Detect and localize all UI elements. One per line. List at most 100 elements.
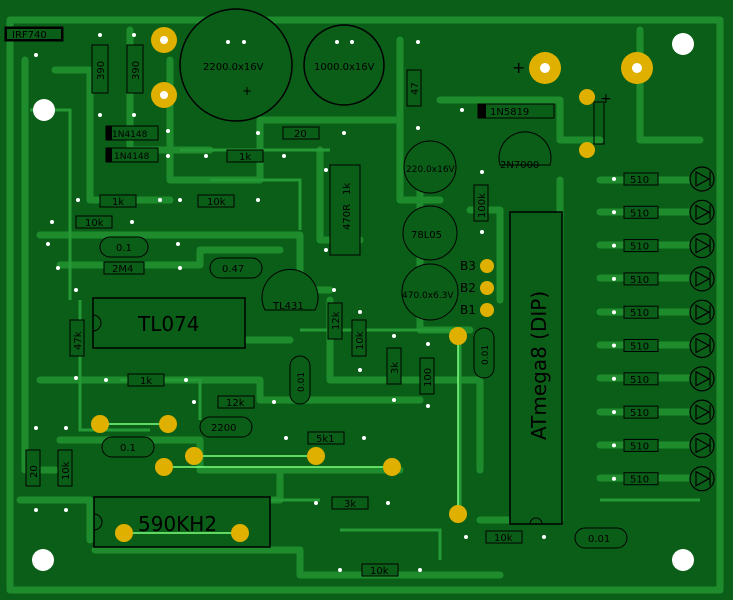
resistor-510-label: 510 xyxy=(630,475,649,486)
svg-text:1k: 1k xyxy=(342,183,353,195)
mounting-hole xyxy=(672,549,694,571)
capacitor-001-a: 0.01 xyxy=(473,327,495,379)
pad xyxy=(579,89,595,105)
led-row: 510 xyxy=(612,299,715,325)
resistor-510 xyxy=(623,472,659,486)
resistor-47k: 47k xyxy=(69,319,85,357)
svg-text:10k: 10k xyxy=(355,331,366,350)
resistor-100: 100 xyxy=(419,357,435,395)
jumper-pads xyxy=(91,327,467,542)
svg-text:78L05: 78L05 xyxy=(411,230,442,241)
svg-text:3k: 3k xyxy=(390,362,401,374)
svg-text:470.0x6.3V: 470.0x6.3V xyxy=(402,291,454,301)
svg-text:10k: 10k xyxy=(494,533,513,544)
capacitor-1000uf: 1000.0x16V xyxy=(303,24,385,106)
capacitor-220uf: 220.0x16V xyxy=(403,140,457,194)
via xyxy=(612,243,616,248)
led-row: 510 xyxy=(612,266,715,292)
resistor-10k-b: 10k xyxy=(75,215,113,229)
via xyxy=(612,376,616,381)
mounting-hole xyxy=(672,33,694,55)
resistor-20-b: 20 xyxy=(25,449,41,487)
led-symbol xyxy=(695,170,711,188)
via xyxy=(612,410,616,415)
svg-text:10k: 10k xyxy=(207,197,226,208)
resistor-510 xyxy=(623,438,659,452)
resistor-100k: 100k xyxy=(473,184,489,222)
svg-text:1N4148: 1N4148 xyxy=(114,152,150,162)
resistor-510 xyxy=(623,339,659,352)
resistor-510 xyxy=(623,272,659,286)
resistor-510-label: 510 xyxy=(630,275,649,286)
resistor-510 xyxy=(623,172,659,186)
svg-text:2M4: 2M4 xyxy=(112,264,133,275)
svg-text:590KH2: 590KH2 xyxy=(138,512,217,536)
via xyxy=(612,443,616,448)
led-row: 510 xyxy=(612,233,715,259)
svg-text:0.1: 0.1 xyxy=(120,443,136,454)
resistor-510-label: 510 xyxy=(630,375,649,386)
svg-text:TL431: TL431 xyxy=(272,301,304,312)
ic-tl074: TL074 xyxy=(92,297,246,349)
led-symbol xyxy=(695,404,711,421)
led-symbol xyxy=(695,237,711,254)
svg-text:0.01: 0.01 xyxy=(297,372,307,392)
transistor-2n7000: 2N7000 xyxy=(498,131,552,171)
svg-text:470R: 470R xyxy=(342,204,353,230)
svg-text:+: + xyxy=(512,58,525,77)
led-row: 510 xyxy=(612,366,715,392)
led-row: 510 xyxy=(612,166,715,192)
vias xyxy=(34,33,546,572)
capacitor-2200: 2200 xyxy=(199,416,253,438)
svg-text:10k: 10k xyxy=(61,461,72,480)
diode-1n4148-a: 1N4148 xyxy=(105,125,159,141)
capacitor-01-a: 0.1 xyxy=(99,236,149,258)
svg-text:220.0x16V: 220.0x16V xyxy=(406,165,456,175)
svg-text:0.47: 0.47 xyxy=(222,264,244,275)
svg-text:0.01: 0.01 xyxy=(588,534,610,545)
svg-text:3k: 3k xyxy=(344,499,356,510)
capacitor-2200uf: 2200.0x16V + xyxy=(179,8,293,122)
led-symbol xyxy=(695,270,711,287)
led-symbol xyxy=(695,304,711,321)
led-symbol xyxy=(695,370,711,387)
mounting-hole xyxy=(32,549,54,571)
resistor-390-b: 390 xyxy=(126,44,144,94)
svg-text:TL074: TL074 xyxy=(137,312,200,336)
led-row: 510 xyxy=(612,399,715,425)
resistor-1k-c: 1k xyxy=(127,373,165,387)
svg-text:1k: 1k xyxy=(140,376,152,387)
resistor-510 xyxy=(623,372,659,386)
led-row: 510 xyxy=(612,332,715,359)
via xyxy=(612,210,616,215)
svg-text:B1: B1 xyxy=(460,303,476,317)
svg-text:390: 390 xyxy=(131,61,142,80)
resistor-10k-a: 10k xyxy=(197,194,235,208)
led-symbol xyxy=(695,470,711,487)
resistor-10k-c: 10k xyxy=(351,319,367,357)
svg-text:2N7000: 2N7000 xyxy=(500,160,539,171)
diode-1n5819: 1N5819 xyxy=(477,103,555,119)
resistor-10k-f: 10k xyxy=(361,563,399,577)
svg-text:B2: B2 xyxy=(460,281,476,295)
jumper-wires xyxy=(100,336,459,534)
svg-text:10k: 10k xyxy=(85,218,104,229)
svg-text:2200.0x16V: 2200.0x16V xyxy=(203,62,264,73)
led-symbol xyxy=(695,337,711,354)
capacitor-001-b: 0.01 xyxy=(289,355,311,405)
resistor-510-label: 510 xyxy=(630,208,649,219)
resistor-510-label: 510 xyxy=(630,342,649,353)
bootloader-pads: B3 B2 B1 xyxy=(460,259,494,317)
svg-text:47: 47 xyxy=(410,82,421,95)
capacitor-001-c: 0.01 xyxy=(574,527,628,549)
svg-text:1k: 1k xyxy=(239,152,251,163)
resistor-510-label: 510 xyxy=(630,242,649,253)
resistor-3k-b: 3k xyxy=(331,496,369,510)
svg-text:100: 100 xyxy=(423,368,434,387)
resistor-10k-e: 10k xyxy=(485,530,523,544)
svg-text:100k: 100k xyxy=(477,193,488,218)
resistor-510 xyxy=(623,205,659,219)
resistor-10k-d: 10k xyxy=(57,449,73,487)
